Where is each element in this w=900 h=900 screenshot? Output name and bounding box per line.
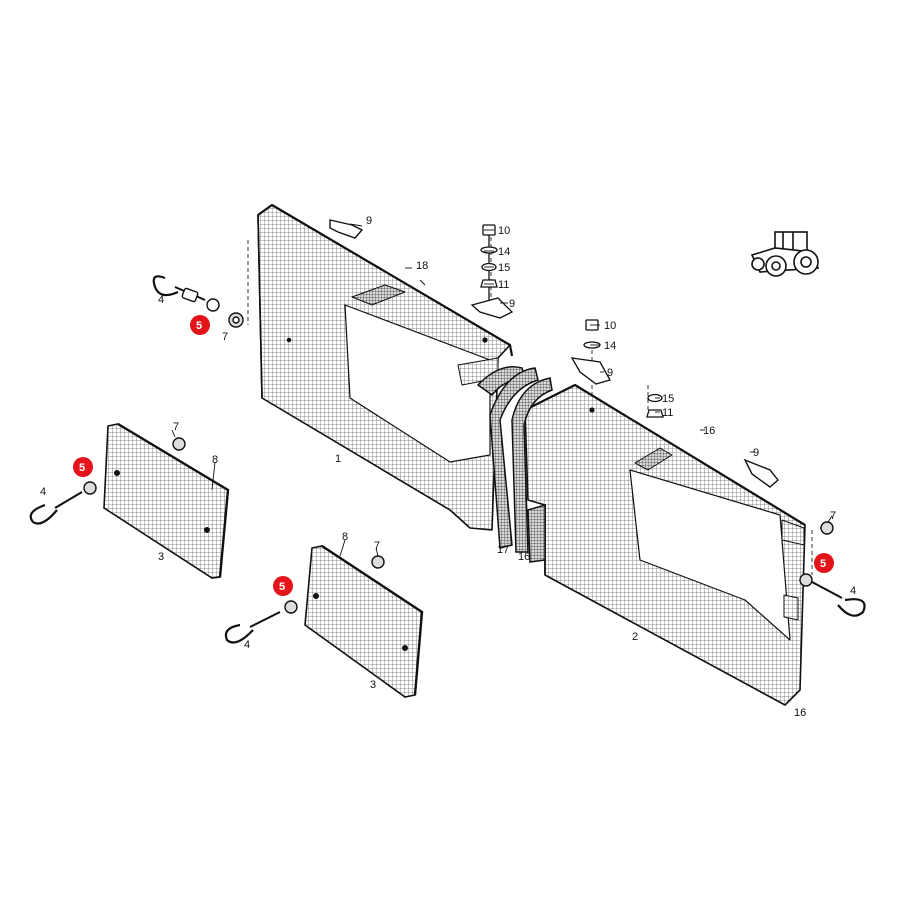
callout-15-right: 15 [662, 393, 674, 405]
callout-16-bottom-right: 16 [794, 707, 806, 719]
callout-5-right: 5 [820, 558, 826, 570]
callout-16-strip: 16 [518, 551, 530, 563]
callout-5-center: 5 [279, 581, 285, 593]
highlight-marker-5c [273, 576, 293, 596]
callout-11-right: 11 [662, 407, 673, 419]
callout-4-right: 4 [850, 585, 856, 597]
tractor-icon [750, 231, 820, 277]
highlight-marker-5b [73, 457, 93, 477]
callout-7-top-left: 7 [222, 331, 228, 343]
callout-18: 18 [416, 260, 428, 272]
bulb-holder-center [224, 555, 385, 644]
callout-4-top-left: 4 [158, 294, 164, 306]
callout-4-center: 4 [244, 639, 250, 651]
callout-3-left: 3 [158, 551, 164, 563]
callout-2: 2 [632, 631, 638, 643]
leader-lines [171, 223, 833, 557]
callout-labels: 1 2 3 3 4 4 4 4 5 5 5 5 7 7 7 7 8 8 9 9 … [40, 215, 856, 719]
bracket-9-top [329, 219, 364, 239]
highlight-markers [73, 315, 834, 596]
lamp-lens-center [304, 544, 424, 698]
seal-strips [476, 366, 553, 563]
bulb-holder-right [799, 521, 866, 617]
callout-17: 17 [497, 544, 509, 556]
bulb-holder-left [29, 437, 186, 525]
callout-7-center: 7 [374, 540, 380, 552]
callout-9-right: 9 [753, 447, 759, 459]
callout-3-center: 3 [370, 679, 376, 691]
callout-11-upper: 11 [498, 279, 509, 291]
callout-8-center: 8 [342, 531, 348, 543]
callout-14-upper: 14 [498, 246, 510, 258]
callout-7-right: 7 [830, 510, 836, 522]
highlight-marker-5d [814, 553, 834, 573]
right-housing-2 [524, 383, 806, 706]
callout-10-upper: 10 [498, 225, 510, 237]
callout-8-left: 8 [212, 454, 218, 466]
highlight-marker-5a [190, 315, 210, 335]
callout-7-left: 7 [173, 421, 179, 433]
callout-1: 1 [335, 453, 341, 465]
callout-9-right-stack: 9 [607, 367, 613, 379]
callout-15-upper: 15 [498, 262, 510, 274]
callout-9-top: 9 [366, 215, 372, 227]
bracket-9-right [743, 458, 779, 488]
lamp-lens-left [103, 422, 230, 579]
callout-16-top-right: 16 [703, 425, 715, 437]
bulb-holder-top-left [152, 275, 244, 328]
callout-4-left: 4 [40, 486, 46, 498]
left-housing-1 [257, 203, 514, 531]
callout-10-right: 10 [604, 320, 616, 332]
callout-5-left: 5 [79, 462, 85, 474]
callout-5-top-left: 5 [196, 320, 202, 332]
callout-14-right: 14 [604, 340, 616, 352]
callout-9-upper-stack: 9 [509, 298, 515, 310]
